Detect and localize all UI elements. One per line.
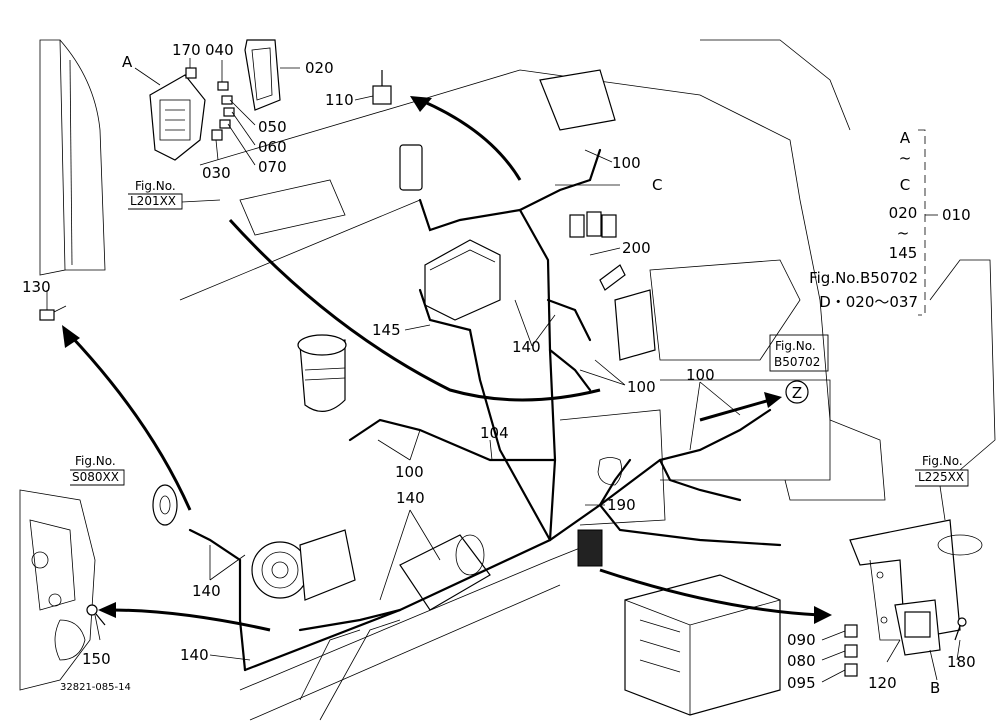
ref-l225-bottom: L225XX [918,470,964,484]
label-100-lower: 100 [395,463,424,481]
label-170: 170 [172,41,201,59]
label-050: 050 [258,118,287,136]
part-labels: 170 040 020 A 110 050 060 070 030 100 C … [22,41,976,697]
ref-s080-bottom: S080XX [72,470,119,484]
fuse-relays-040-070 [185,67,235,141]
part-leader-lines [46,58,961,683]
bracket-target: 010 [942,206,971,224]
ref-l225-top: Fig.No. [922,454,963,468]
ref-b50702-top: Fig.No. [775,339,816,353]
fuel-filter [297,334,347,412]
label-020: 020 [305,59,334,77]
label-C: C [652,176,662,194]
label-130: 130 [22,278,51,296]
drawing-code: 32821-085-14 [60,682,131,693]
relay-block-upper [399,69,617,238]
label-120: 120 [868,674,897,692]
callout-Z: Z [792,384,802,402]
kit-bracket: A ~ C 020 ~ 145 010 Fig.No.B50702 D・020～… [809,129,971,316]
ref-l201-bottom: L201XX [130,194,176,208]
label-140-mid: 140 [512,338,541,356]
ref-s080-top: Fig.No. [75,454,116,468]
label-100-upper: 100 [612,154,641,172]
label-095: 095 [787,674,816,692]
label-104: 104 [480,424,509,442]
bracket-line4: 020 [889,204,918,222]
label-140-left: 140 [192,582,221,600]
label-070: 070 [258,158,287,176]
label-080: 080 [787,652,816,670]
bracket-line5: ~ [897,224,910,242]
controller-unit [424,239,501,321]
label-140-bottom: 140 [180,646,209,664]
label-A: A [122,53,133,71]
b50702-note2: D・020～037 [819,293,918,311]
fuse-box-A [149,74,206,161]
bracket-line1: A [900,129,911,147]
connector-130 [39,305,67,321]
b50702-note1: Fig.No.B50702 [809,269,918,287]
bolt-180 [954,617,967,641]
label-150: 150 [82,650,111,668]
bracket-line6: 145 [889,244,918,262]
ref-s080xx: Fig.No. S080XX [70,454,125,486]
label-180: 180 [947,653,976,671]
ref-l201-top: Fig.No. [135,179,176,193]
label-140-lower: 140 [396,489,425,507]
label-145: 145 [372,321,401,339]
label-030: 030 [202,164,231,182]
label-200: 200 [622,239,651,257]
label-040: 040 [205,41,234,59]
relay-110 [372,70,392,105]
bracket-line3: C [900,176,910,194]
assembly-arrows [62,96,832,632]
ref-l225xx: Fig.No. L225XX [915,454,969,521]
horn [152,484,178,526]
label-060: 060 [258,138,287,156]
label-100-right: 100 [686,366,715,384]
relay-bracket-B [894,599,941,656]
ref-l201xx: Fig.No. L201XX [128,179,221,210]
relay-parts-080-095 [844,624,858,677]
connector-190 [577,529,603,567]
label-110: 110 [325,91,354,109]
sensor-200 [599,264,656,361]
label-B: B [930,679,940,697]
label-100-mid: 100 [627,378,656,396]
alternator [251,529,356,601]
bracket-line2: ~ [899,149,912,167]
bolt-150 [86,604,106,626]
label-190: 190 [607,496,636,514]
ref-b50702-bottom: B50702 [774,355,820,369]
starter-motor [399,534,491,611]
label-090: 090 [787,631,816,649]
main-wire-harness [188,148,782,672]
battery [624,574,781,716]
fuse-cover-020 [244,39,281,111]
ref-b50702: Fig.No. B50702 Z [769,334,829,404]
